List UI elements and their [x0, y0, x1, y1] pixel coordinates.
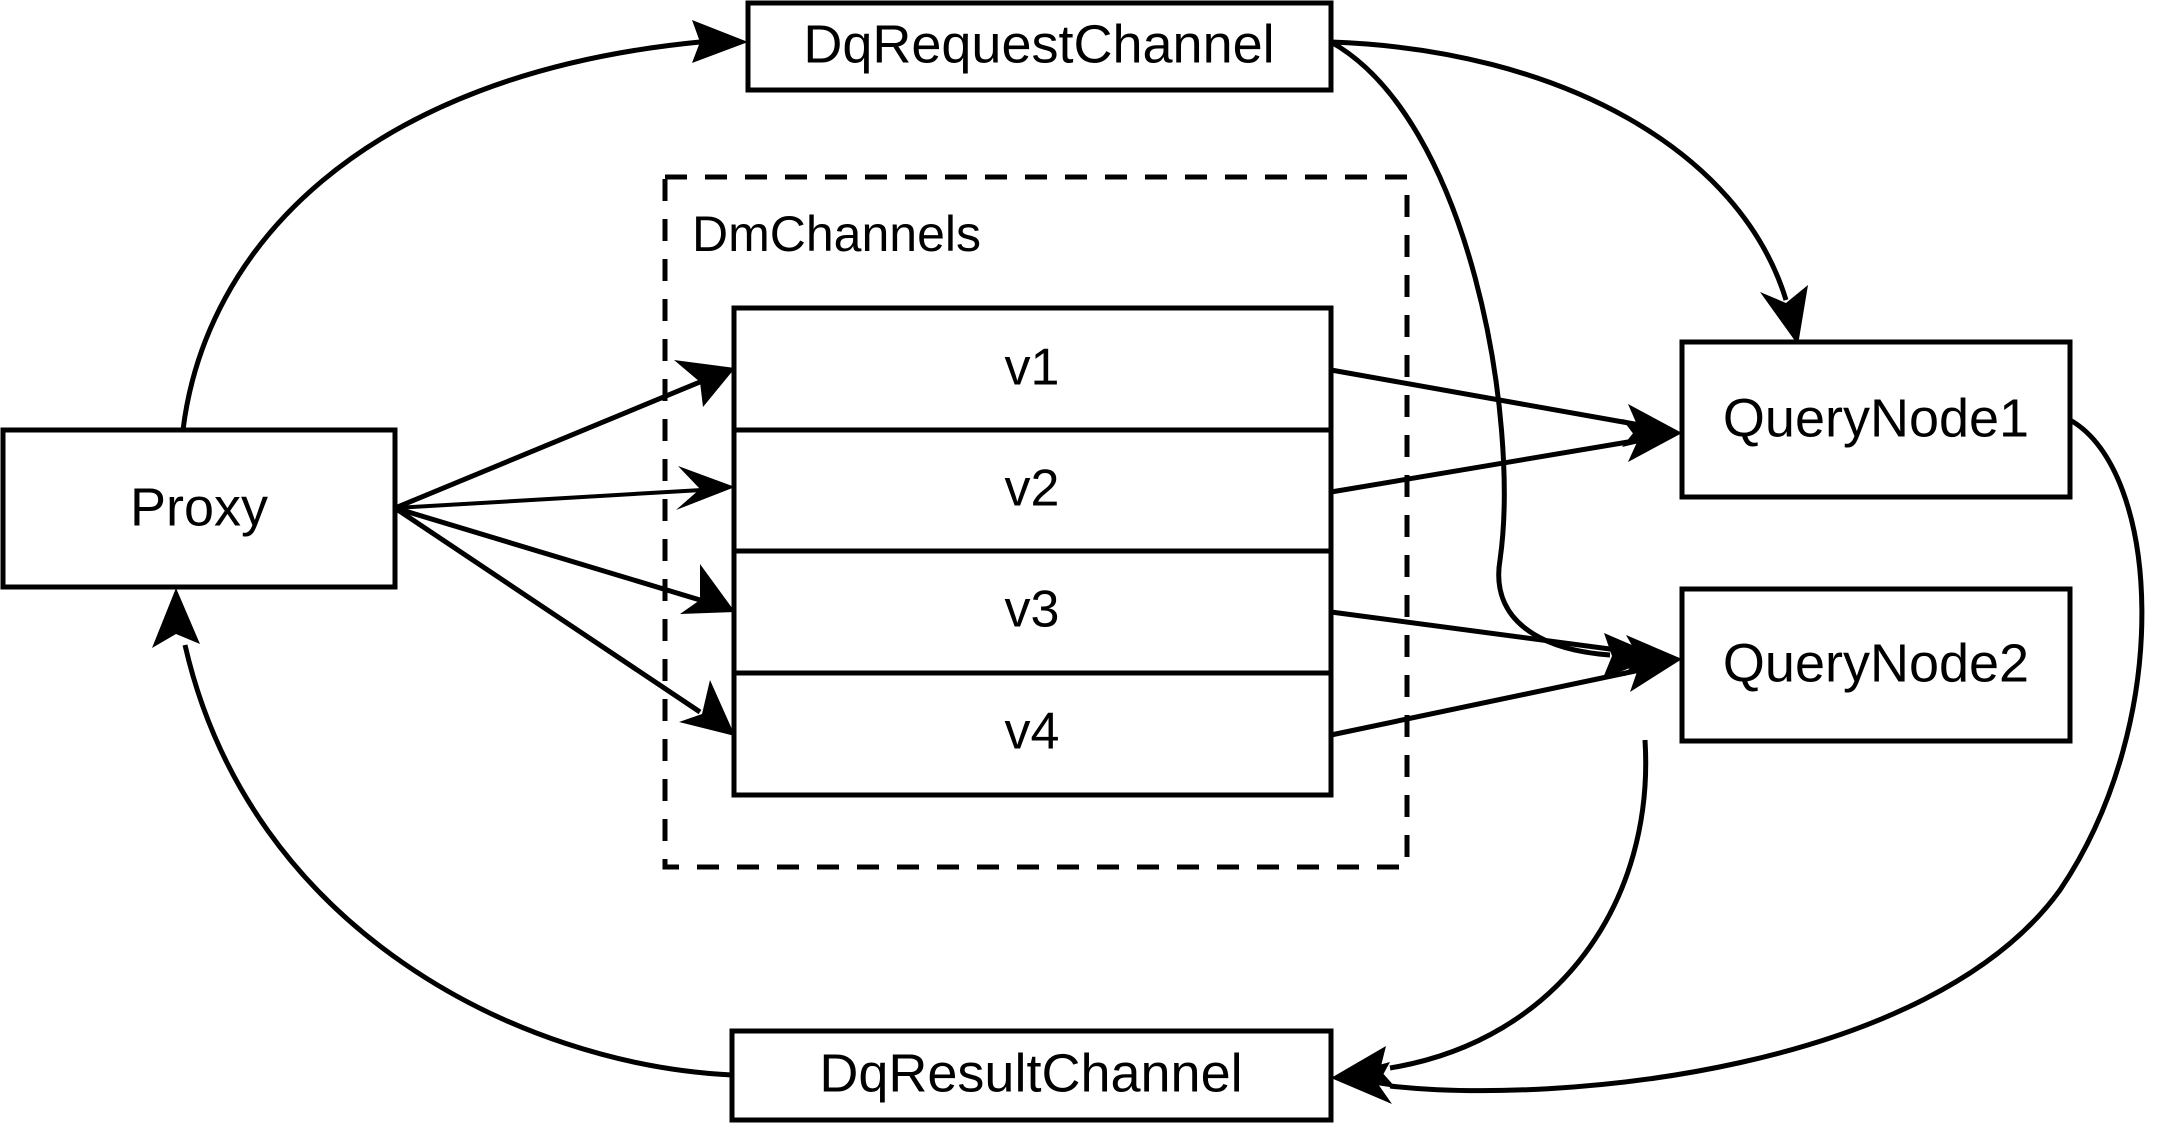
- edge-path: [1329, 39, 1611, 658]
- edge-path: [393, 505, 702, 715]
- query-node-1-label: QueryNode1: [1723, 388, 2029, 448]
- node-query-node-1[interactable]: QueryNode1: [1679, 339, 2073, 500]
- dq-request-channel-box[interactable]: [745, 0, 1334, 93]
- edge-path: [1330, 667, 1641, 738]
- arrowhead: [679, 680, 735, 736]
- dm-channels-label: DmChannels: [692, 206, 981, 262]
- edge-path: [1330, 367, 1641, 428]
- dq-request-channel-label: DqRequestChannel: [803, 14, 1274, 74]
- edge-v1-to-querynode1: [1330, 367, 1682, 447]
- edge-querynode2-to-dqresultchannel: [1331, 739, 1649, 1088]
- edge-proxy-to-v1: [394, 360, 735, 511]
- edge-path: [1330, 609, 1641, 656]
- edge-path: [182, 644, 733, 1078]
- edge-dqrequestchannel-to-querynode1: [1330, 39, 1808, 345]
- edge-path: [1330, 39, 1789, 301]
- node-dq-request-channel[interactable]: DqRequestChannel: [745, 0, 1334, 93]
- arrowhead: [1760, 285, 1808, 345]
- proxy-box[interactable]: [0, 427, 398, 590]
- dq-result-channel-label: DqResultChannel: [819, 1043, 1242, 1103]
- channel-item-v2[interactable]: v2: [1005, 460, 1060, 518]
- edge-path: [1330, 437, 1641, 495]
- arrowhead: [1331, 1046, 1396, 1088]
- edge-path: [1389, 417, 2145, 1094]
- node-query-node-2[interactable]: QueryNode2: [1679, 586, 2073, 744]
- edge-path: [1389, 739, 1649, 1071]
- edge-dqresultchannel-to-proxy: [152, 588, 733, 1078]
- channel-item-v1[interactable]: v1: [1005, 339, 1060, 397]
- edge-proxy-to-dqrequestchannel: [180, 20, 748, 431]
- node-dq-result-channel[interactable]: DqResultChannel: [729, 1028, 1334, 1123]
- query-node-2-box[interactable]: [1679, 586, 2073, 744]
- arrowhead: [692, 20, 748, 63]
- edge-v2-to-querynode1: [1330, 419, 1682, 495]
- edge-v4-to-querynode2: [1330, 647, 1682, 738]
- dm-channels-boundary: [662, 174, 1410, 870]
- node-proxy[interactable]: Proxy: [0, 427, 398, 590]
- dq-result-channel-box[interactable]: [729, 1028, 1334, 1123]
- channel-list: v1 v2 v3 v4: [731, 305, 1334, 798]
- arrowhead: [1622, 647, 1682, 692]
- dm-channels-group: DmChannels: [662, 174, 1410, 870]
- edge-querynode1-to-dqresultchannel: [1331, 417, 2145, 1104]
- edge-path: [394, 505, 701, 603]
- channel-item-v3[interactable]: v3: [1005, 581, 1060, 639]
- query-node-2-label: QueryNode2: [1723, 633, 2029, 693]
- edge-proxy-to-v4: [393, 505, 735, 736]
- query-node-1-box[interactable]: [1679, 339, 2073, 500]
- arrowhead: [152, 588, 200, 648]
- edge-proxy-to-v3: [394, 505, 735, 614]
- edge-path: [180, 39, 701, 431]
- edge-proxy-to-v2: [394, 466, 735, 510]
- edge-path: [394, 379, 701, 511]
- arrowhead: [1622, 419, 1682, 462]
- edge-path: [394, 488, 703, 510]
- arrowhead: [680, 564, 735, 614]
- arrowhead: [674, 360, 735, 407]
- arrowhead: [676, 466, 735, 510]
- channel-item-v4[interactable]: v4: [1005, 703, 1060, 761]
- edge-dqrequestchannel-to-querynode2: [1329, 39, 1660, 678]
- proxy-label: Proxy: [130, 477, 268, 537]
